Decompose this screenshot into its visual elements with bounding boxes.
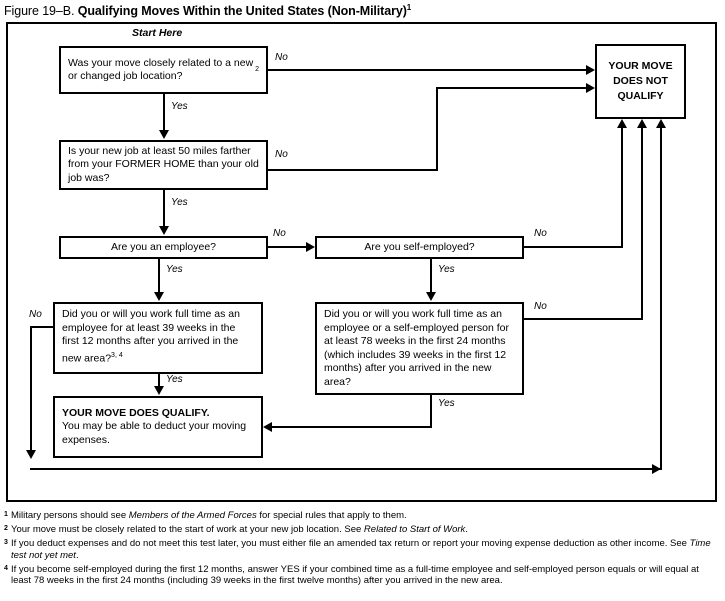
edge-q6-yes-arrowhead — [263, 422, 272, 432]
edge-q3-no-line — [268, 246, 309, 248]
edge-q4-no-line-v — [621, 128, 623, 248]
decision-node-are-you-self-employed-text: Are you self-employed? — [364, 240, 475, 253]
footnote-4-part-0: If you become self-employed during the f… — [11, 563, 699, 587]
footnote-4-marker: 4 — [4, 564, 8, 572]
edge-q6-no-arrowhead — [637, 119, 647, 128]
footnote-3-marker: 3 — [4, 539, 8, 547]
edge-q2-no-line-h2 — [436, 87, 586, 89]
decision-node-78-week-time-test-text: Did you or will you work full time as an… — [324, 308, 510, 388]
decision-node-are-you-self-employed[interactable]: Are you self-employed? — [315, 236, 524, 259]
decision-node-move-related-to-job[interactable]: Was your move closely related to a new o… — [59, 46, 268, 94]
decision-node-39-week-time-test-text: Did you or will you work full time as an… — [62, 308, 240, 364]
edge-label-q5-yes: Yes — [165, 374, 184, 385]
edge-q2-no-line-h1 — [268, 169, 437, 171]
footnote-3-part-0: If you deduct expenses and do not meet t… — [11, 538, 690, 550]
decision-node-move-related-to-job-footnote: 2 — [255, 66, 259, 74]
edge-label-q2-yes: Yes — [170, 197, 189, 208]
edge-q2-no-line-v — [436, 88, 438, 171]
footnote-2-part-2: . — [465, 524, 468, 536]
edge-label-q1-no: No — [274, 52, 289, 63]
edge-q5-yes-arrowhead — [154, 386, 164, 395]
figure-title-text: Qualifying Moves Within the United State… — [77, 4, 407, 19]
decision-node-39-week-time-test-footnote: 3, 4 — [111, 351, 123, 359]
edge-q5-no-line-h1 — [30, 326, 55, 328]
edge-q1-yes-arrowhead — [159, 130, 169, 139]
edge-q6-yes-line-v — [430, 395, 432, 427]
edge-q6-no-line-h — [524, 318, 642, 320]
edge-label-q4-no: No — [533, 228, 548, 239]
edge-q1-yes-line — [163, 94, 165, 131]
edge-label-q3-yes: Yes — [165, 264, 184, 275]
terminal-node-does-not-qualify-text: YOUR MOVE DOES NOT QUALIFY — [608, 60, 673, 102]
edge-q4-yes-line — [430, 259, 432, 293]
decision-node-are-you-employee[interactable]: Are you an employee? — [59, 236, 268, 259]
edge-label-q3-no: No — [272, 228, 287, 239]
footnote-1-marker: 1 — [4, 511, 8, 518]
terminal-node-does-not-qualify[interactable]: YOUR MOVE DOES NOT QUALIFY — [595, 44, 686, 119]
edge-q1-no-arrowhead — [586, 65, 595, 75]
footnote-2-part-1: Related to Start of Work — [363, 524, 466, 536]
figure-title-footnote-marker: 1 — [406, 3, 412, 12]
edge-label-q6-yes: Yes — [437, 398, 456, 409]
footnote-3-part-2: . — [75, 549, 79, 561]
edge-q4-no-arrowhead — [617, 119, 627, 128]
start-here-label: Start Here — [132, 27, 183, 39]
terminal-node-does-qualify-heading: YOUR MOVE DOES QUALIFY. — [62, 406, 210, 419]
decision-node-move-related-to-job-text: Was your move closely related to a new o… — [68, 56, 254, 83]
edge-q2-yes-arrowhead — [159, 226, 169, 235]
edge-label-q4-yes: Yes — [437, 264, 456, 275]
footnote-1-part-1: Members of the Armed Forces — [128, 510, 257, 521]
edge-q2-no-arrowhead — [586, 83, 595, 93]
footnote-3-part-1: Time test not yet met — [11, 538, 711, 561]
terminal-node-does-qualify-body: You may be able to deduct your moving ex… — [62, 420, 247, 446]
edge-q5-no-arrowhead-down — [26, 450, 36, 459]
decision-node-distance-test[interactable]: Is your new job at least 50 miles farthe… — [59, 140, 268, 190]
terminal-node-does-qualify[interactable]: YOUR MOVE DOES QUALIFY. You may be able … — [53, 396, 263, 458]
edge-q3-yes-line — [158, 259, 160, 293]
edge-label-q6-no: No — [533, 301, 548, 312]
edge-q5-no-arrowhead-right — [652, 464, 661, 474]
edge-q5-no-line-v1 — [30, 326, 32, 451]
edge-q1-no-line — [268, 69, 586, 71]
decision-node-distance-test-text: Is your new job at least 50 miles farthe… — [68, 144, 259, 184]
edge-q3-no-arrowhead — [306, 242, 315, 252]
edge-label-q2-no: No — [274, 149, 289, 160]
edge-q5-yes-line — [158, 374, 160, 388]
footnote-2-part-0: Your move must be closely related to the… — [11, 524, 364, 536]
flowchart-frame — [6, 22, 717, 502]
edge-q2-yes-line — [163, 190, 165, 227]
edge-q3-yes-arrowhead — [154, 292, 164, 301]
edge-q4-yes-arrowhead — [426, 292, 436, 301]
footnote-1-part-2: for special rules that apply to them. — [256, 510, 407, 521]
edge-q6-yes-line-h — [272, 426, 432, 428]
edge-label-q5-no: No — [28, 309, 43, 320]
decision-node-are-you-employee-text: Are you an employee? — [110, 240, 217, 253]
decision-node-39-week-time-test[interactable]: Did you or will you work full time as an… — [53, 302, 263, 374]
figure-number: Figure 19–B. — [4, 4, 75, 19]
footnote-2-marker: 2 — [4, 525, 8, 533]
edge-q5-no-arrowhead-up — [656, 119, 666, 128]
edge-q4-no-line-h — [524, 246, 622, 248]
footnote-1-part-0: Military persons should see — [11, 510, 129, 521]
figure-title: Figure 19–B. Qualifying Moves Within the… — [4, 3, 411, 18]
edge-q5-no-line-h2 — [30, 468, 661, 470]
decision-node-78-week-time-test[interactable]: Did you or will you work full time as an… — [315, 302, 524, 395]
edge-q6-no-line-v — [641, 128, 643, 320]
edge-label-q1-yes: Yes — [170, 101, 189, 112]
edge-q5-no-line-v2 — [660, 128, 662, 470]
